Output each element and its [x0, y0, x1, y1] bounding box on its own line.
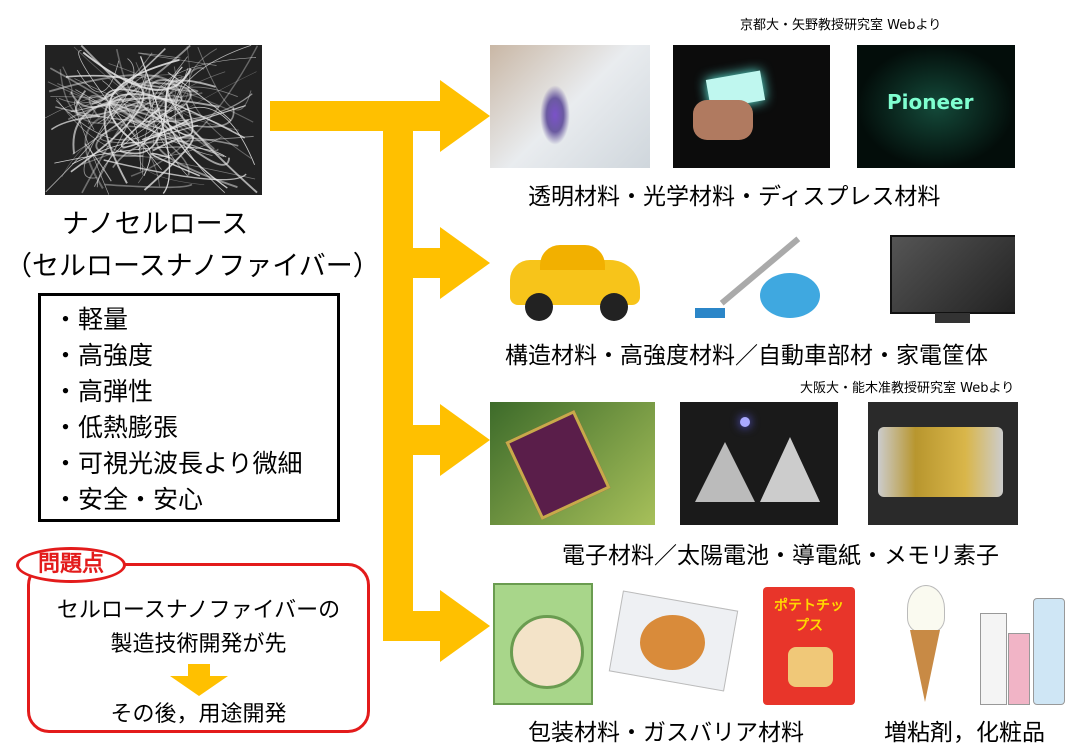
property-item: ・低熱膨張: [53, 413, 179, 442]
sweets-package-image: [493, 583, 593, 705]
down-arrow-icon: [169, 664, 228, 696]
nanocellulose-subtitle: （セルロースナノファイバー）: [5, 251, 380, 282]
property-item: ・軽量: [53, 305, 129, 334]
memory-film-photo: [868, 402, 1018, 525]
problem-line-2: 製造技術開発が先: [110, 632, 287, 657]
nanocellulose-title: ナノセルロース: [62, 209, 249, 240]
paper-crane-photo: [680, 402, 838, 525]
arrow-row1: [383, 80, 490, 152]
property-item: ・安全・安心: [53, 485, 204, 514]
arrow-row4: [383, 590, 490, 662]
caption-row1: 透明材料・光学材料・ディスプレス材料: [528, 184, 941, 210]
bread-package-image: [605, 590, 740, 695]
caption-row3: 電子材料／太陽電池・導電紙・メモリ素子: [562, 543, 999, 569]
property-item: ・高弾性: [53, 377, 154, 406]
transparent-film-photo: [490, 45, 650, 168]
vacuum-cleaner-image: [690, 228, 830, 328]
problem-line-1: セルロースナノファイバーの: [56, 598, 341, 623]
car-image: [505, 235, 645, 325]
property-item: ・可視光波長より微細: [53, 449, 303, 478]
arrow-row3: [383, 404, 490, 476]
cosmetics-bottles-image: [975, 593, 1070, 705]
property-item: ・高強度: [53, 341, 154, 370]
problem-box: セルロースナノファイバーの 製造技術開発が先 その後，用途開発: [27, 563, 370, 733]
chips-label-text: ポテトチップス: [774, 598, 844, 634]
problem-label: 問題点: [16, 547, 126, 583]
oled-logo-text: Pioneer: [887, 90, 974, 114]
flexible-display-photo: [673, 45, 830, 168]
oled-pioneer-photo: Pioneer: [857, 45, 1015, 168]
arrow-row2: [383, 227, 490, 299]
credit-osaka: 大阪大・能木准教授研究室 Webより: [800, 381, 1015, 396]
problem-line-3: その後，用途開発: [110, 702, 287, 727]
nanofiber-sem-image: [45, 45, 262, 195]
properties-box: ・軽量 ・高強度 ・高弾性 ・低熱膨張 ・可視光波長より微細 ・安全・安心: [38, 293, 340, 522]
credit-kyoto: 京都大・矢野教授研究室 Webより: [740, 18, 942, 33]
caption-row2: 構造材料・高強度材料／自動車部材・家電筐体: [505, 343, 988, 369]
potato-chips-image: ポテトチップス: [763, 587, 855, 705]
caption-row4-cosmetics: 増粘剤，化粧品: [884, 720, 1045, 746]
ice-cream-image: [895, 585, 955, 705]
caption-row4-packaging: 包装材料・ガスバリア材料: [528, 720, 804, 746]
tv-image: [890, 235, 1015, 327]
solar-cell-photo: [490, 402, 655, 525]
